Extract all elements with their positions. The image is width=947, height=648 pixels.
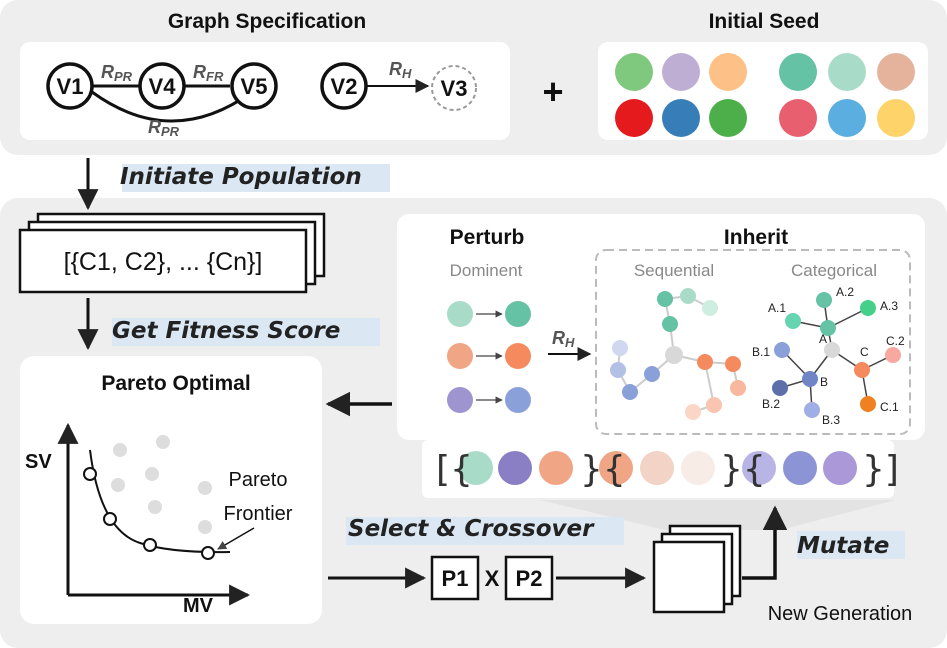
chromosome-gene: [783, 451, 817, 485]
chromosome-bracket: }]: [862, 449, 899, 490]
svg-text:C.1: C.1: [880, 400, 899, 414]
step-initiate-population: Initiate Population: [120, 164, 362, 190]
chromosome-bracket: }{: [720, 449, 766, 490]
graph-spec-title: Graph Specification: [168, 10, 366, 33]
population-text: [{C1, C2}, ... {Cn}]: [64, 248, 263, 276]
new-generation-stack: [652, 524, 742, 614]
inherit-title: Inherit: [724, 226, 788, 249]
seed-color-dot: [828, 53, 866, 91]
plus-sign: +: [542, 71, 563, 112]
node-v1: [46, 62, 94, 110]
new-generation-label: New Generation: [768, 603, 913, 625]
relation-rfr: RFR: [193, 62, 224, 84]
sequential-label: Sequential: [634, 261, 714, 280]
chromosome-gene: [459, 451, 493, 485]
svg-text:P2: P2: [516, 566, 543, 591]
chromosome-gene: [539, 451, 573, 485]
frontier-label-2: Frontier: [224, 503, 293, 525]
chromosome-gene: [640, 451, 674, 485]
svg-text:V5: V5: [241, 74, 268, 99]
relation-rpr-top: RPR: [101, 62, 133, 84]
select-highlight: [346, 517, 624, 545]
chromosome-bracket: [{: [436, 449, 473, 490]
y-axis-label: SV: [25, 451, 52, 473]
mutate-highlight: [797, 531, 905, 559]
svg-text:A.2: A.2: [836, 285, 854, 299]
svg-text:B.3: B.3: [822, 413, 840, 427]
inherit-rh: RH: [552, 328, 575, 350]
perturb-target-dot: [505, 301, 531, 327]
relation-rpr-bottom: RPR: [148, 117, 180, 139]
chromosome-genes: [{ }{ }{}]: [436, 449, 899, 490]
chromosome-gene: [742, 451, 776, 485]
relation-rh: RH: [389, 59, 412, 81]
seed-color-dot: [615, 99, 653, 137]
seed-color-dot: [877, 99, 915, 137]
svg-text:A.1: A.1: [768, 301, 786, 315]
node-v4: [138, 62, 186, 110]
pareto-frontier-curve: [89, 449, 231, 554]
perturb-source-dot: [447, 301, 473, 327]
seed-color-dot: [828, 99, 866, 137]
pareto-chart: SV MV Pareto Frontier: [25, 422, 293, 617]
pareto-title: Pareto Optimal: [101, 372, 250, 395]
seed-color-dot: [877, 53, 915, 91]
seed-color-dot: [779, 99, 817, 137]
seed-color-dot: [779, 53, 817, 91]
svg-text:V4: V4: [149, 74, 177, 99]
seed-color-dot: [662, 53, 700, 91]
seed-color-dot: [615, 53, 653, 91]
svg-text:V3: V3: [441, 76, 468, 101]
svg-text:A.3: A.3: [880, 299, 898, 313]
parent-p1: [430, 555, 480, 601]
fitness-highlight: [112, 318, 380, 346]
svg-text:C: C: [860, 345, 869, 359]
crossover-x: X: [485, 566, 500, 591]
x-axis-label: MV: [183, 595, 214, 617]
categorical-label: Categorical: [791, 261, 877, 280]
svg-text:V2: V2: [331, 74, 358, 99]
seed-palette: [615, 53, 915, 137]
perturb-title: Perturb: [450, 226, 525, 249]
categorical-graph: A A.1 A.2 A.3 B B.1 B.2 B.3 C C.2 C.1: [752, 285, 905, 427]
seed-color-dot: [662, 99, 700, 137]
svg-text:A: A: [819, 332, 827, 346]
step-get-fitness-score: Get Fitness Score: [112, 318, 340, 344]
step-select-crossover: Select & Crossover: [348, 516, 595, 542]
graph-spec-graph: V1 V4 V5 V2 V3 RPR RFR RPR RH: [46, 59, 477, 139]
node-v3: [431, 65, 477, 111]
chromosome-gene: [498, 451, 532, 485]
svg-text:B.2: B.2: [762, 397, 780, 411]
pareto-panel: [20, 356, 322, 624]
svg-text:V1: V1: [57, 74, 84, 99]
svg-text:B.1: B.1: [752, 345, 770, 359]
chromosome-gene: [599, 451, 633, 485]
frontier-label-1: Pareto: [229, 469, 288, 491]
perturb-target-dot: [505, 343, 531, 369]
sequential-graph: [610, 288, 746, 420]
chromosome-gene: [823, 451, 857, 485]
perturb-target-dot: [505, 387, 531, 413]
step-mutate: Mutate: [797, 533, 889, 559]
arrow-mutate: [742, 505, 788, 580]
svg-text:B: B: [820, 375, 828, 389]
seed-color-dot: [709, 53, 747, 91]
svg-text:C.2: C.2: [886, 334, 905, 348]
initial-seed-title: Initial Seed: [709, 10, 820, 33]
chromosome-bracket: }{: [580, 449, 626, 490]
node-v5: [230, 62, 278, 110]
perturb-source-dot: [447, 387, 473, 413]
perturb-source-dot: [447, 343, 473, 369]
parent-p2: [504, 555, 554, 601]
inherit-dashed-box: [595, 249, 911, 435]
seed-color-dot: [709, 99, 747, 137]
initiate-highlight: [122, 164, 390, 192]
chromosome-gene: [681, 451, 715, 485]
population-stack: [{C1, C2}, ... {Cn}]: [18, 212, 326, 294]
perturb-rows: [447, 301, 531, 413]
svg-text:P1: P1: [442, 566, 469, 591]
perturb-subtitle: Dominent: [450, 261, 523, 280]
